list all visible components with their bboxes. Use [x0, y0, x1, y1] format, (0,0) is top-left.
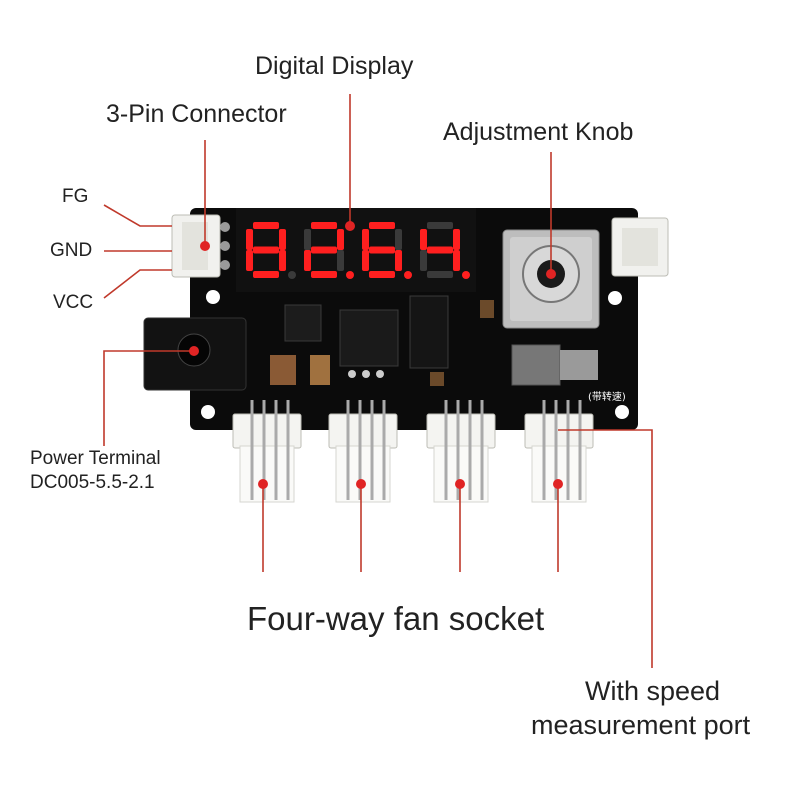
- display-segment: [279, 250, 286, 271]
- display-segment: [279, 229, 286, 250]
- display-segment: [311, 222, 337, 229]
- silkscreen-text: (带转速): [588, 390, 626, 403]
- label-adjustment-knob: Adjustment Knob: [443, 118, 634, 146]
- pcb-components: [270, 295, 598, 386]
- label-power-terminal: Power Terminal: [30, 448, 161, 469]
- fan-socket-2: [328, 400, 398, 503]
- callout-lines: [103, 94, 653, 668]
- display-segment: [420, 250, 427, 271]
- display-segment: [369, 222, 395, 229]
- callout-markers: [189, 221, 563, 489]
- display-segment: [253, 271, 279, 278]
- label-pin-fg: FG: [62, 186, 89, 207]
- label-pin-vcc: VCC: [53, 292, 94, 313]
- display-segment: [420, 229, 427, 250]
- display-segment: [427, 246, 453, 254]
- display-segment: [369, 271, 395, 278]
- display-decimal-point: [288, 271, 296, 279]
- display-segment: [311, 271, 337, 278]
- display-decimal-point: [462, 271, 470, 279]
- display-segment: [246, 250, 253, 271]
- display-segment: [369, 246, 395, 254]
- fan-socket-1: [232, 400, 302, 503]
- label-speed-port-line2: measurement port: [531, 710, 751, 740]
- label-three-pin-connector: 3-Pin Connector: [106, 100, 287, 128]
- display-segment: [337, 250, 344, 271]
- label-digital-display: Digital Display: [255, 52, 414, 80]
- display-segment: [337, 229, 344, 250]
- label-four-way-fan-socket: Four-way fan socket: [247, 600, 545, 637]
- display-segment: [453, 250, 460, 271]
- label-pin-gnd: GND: [50, 240, 93, 261]
- mounting-holes: [201, 290, 629, 419]
- display-segment: [427, 222, 453, 229]
- two-pin-connector: [611, 217, 669, 277]
- display-segment: [246, 229, 253, 250]
- display-decimal-point: [404, 271, 412, 279]
- label-speed-port-line1: With speed: [585, 676, 721, 706]
- display-segment: [453, 229, 460, 250]
- display-segment: [362, 229, 369, 250]
- display-segment: [311, 246, 337, 254]
- display-segment: [395, 250, 402, 271]
- digital-display-module: [236, 208, 476, 292]
- fan-socket-3: [426, 400, 496, 503]
- display-segment: [253, 246, 279, 254]
- display-segment: [362, 250, 369, 271]
- fan-socket-4: [524, 400, 594, 503]
- display-segment: [304, 250, 311, 271]
- display-segment: [253, 222, 279, 229]
- display-segment: [427, 271, 453, 278]
- label-power-terminal-model: DC005-5.5-2.1: [30, 472, 155, 493]
- display-decimal-point: [346, 271, 354, 279]
- display-segment: [304, 229, 311, 250]
- display-segment: [395, 229, 402, 250]
